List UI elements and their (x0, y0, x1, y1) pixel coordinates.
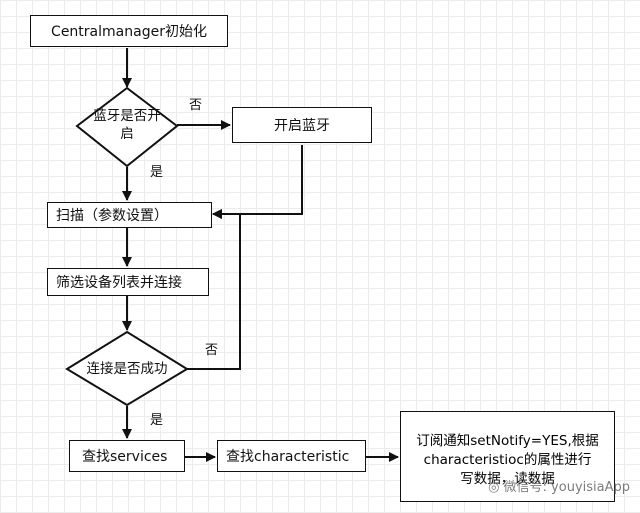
edge-label-connect-no: 否 (205, 343, 219, 358)
find-characteristic-node: 查找characteristic (217, 440, 366, 472)
wechat-watermark: ◎ 微信号: youyisiaApp (488, 476, 630, 495)
init-label: Centralmanager初始化 (51, 24, 207, 40)
open-bt-node: 开启蓝牙 (232, 107, 372, 143)
find-characteristic-label: 查找characteristic (226, 449, 350, 465)
decision-connect-label: 连接是否成功 (86, 361, 168, 377)
open-bt-label: 开启蓝牙 (274, 118, 330, 134)
subscribe-line2: characteristioc的属性进行 (423, 452, 592, 468)
scan-label: 扫描（参数设置） (56, 208, 168, 224)
subscribe-line1: 订阅通知setNotify=YES,根据 (416, 433, 599, 449)
init-node: Centralmanager初始化 (30, 15, 228, 47)
filter-connect-node: 筛选设备列表并连接 (47, 268, 209, 296)
subscribe-node: 订阅通知setNotify=YES,根据 characteristioc的属性进… (400, 411, 615, 502)
scan-node: 扫描（参数设置） (47, 202, 212, 228)
edge-label-bt-yes: 是 (150, 165, 164, 180)
edge-label-connect-yes: 是 (150, 413, 164, 428)
decision-bt-on-shape (75, 86, 179, 168)
decision-bt-on-line2: 启 (120, 126, 134, 142)
edge-label-bt-no: 否 (189, 98, 203, 113)
decision-bt-on-line1: 蓝牙是否开 (93, 108, 161, 124)
subscribe-line3: 写数据，读数据 (460, 471, 555, 487)
watermark-text: 微信号: youyisiaApp (503, 480, 630, 495)
decision-bt-on-text: 蓝牙是否开 启 (82, 107, 172, 143)
find-services-node: 查找services (69, 440, 185, 472)
decision-connect-text: 连接是否成功 (77, 360, 177, 378)
decision-connect-shape (65, 330, 189, 407)
filter-connect-label: 筛选设备列表并连接 (56, 275, 182, 291)
find-services-label: 查找services (82, 449, 168, 465)
arrow-connect-no-to-scan (187, 209, 241, 370)
arrow-open-to-scan (212, 145, 303, 219)
wechat-icon: ◎ (488, 480, 504, 495)
